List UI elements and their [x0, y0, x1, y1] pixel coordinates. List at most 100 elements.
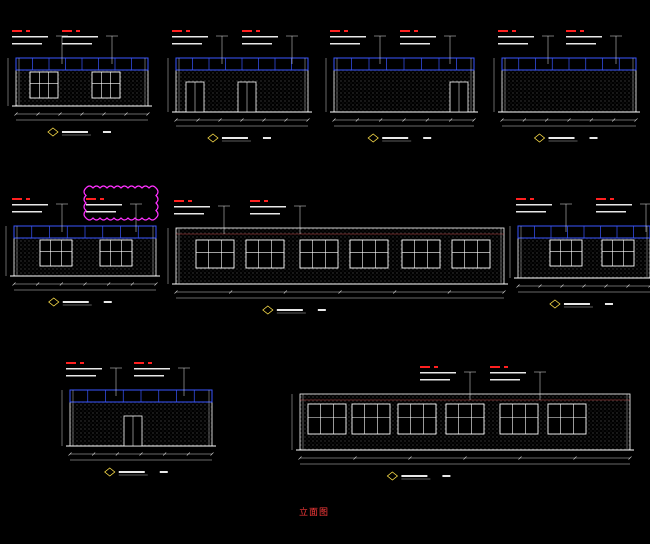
annotation-text	[12, 211, 42, 213]
dimension-tick	[448, 118, 453, 122]
elevation-title	[118, 471, 145, 473]
annotation-marker	[516, 198, 526, 200]
elevation-title	[276, 309, 303, 311]
annotation-marker	[188, 200, 192, 202]
annotation-text	[516, 204, 552, 206]
dimension-tick	[604, 284, 608, 288]
window	[245, 239, 285, 269]
window	[401, 239, 441, 269]
elevation-title	[61, 131, 88, 133]
annotation-marker	[172, 30, 182, 32]
window	[351, 403, 391, 435]
dimension-tick	[538, 284, 542, 288]
elevation-symbol	[47, 127, 59, 137]
annotation-marker	[86, 198, 96, 200]
dimension-tick	[298, 456, 302, 460]
dimension-tick	[35, 282, 40, 286]
annotation-text	[66, 368, 102, 370]
elevation-scale	[103, 301, 112, 303]
elevation-e1	[7, 30, 152, 137]
dimension-tick	[146, 112, 150, 116]
elevation-scale	[589, 137, 598, 139]
elevation-e4	[493, 30, 640, 143]
window	[99, 239, 133, 267]
dimension-tick	[218, 118, 222, 122]
annotation-text	[12, 36, 48, 38]
annotation-marker	[566, 30, 576, 32]
dimension-tick	[186, 452, 191, 456]
annotation-marker	[100, 198, 104, 200]
annotation-text	[250, 206, 286, 208]
dimension-tick	[425, 118, 430, 122]
window	[299, 239, 339, 269]
dimension-tick	[174, 290, 178, 294]
elevation-scale	[442, 475, 451, 477]
annotation-marker	[420, 366, 430, 368]
window	[307, 403, 347, 435]
elevation-symbol	[386, 471, 399, 481]
elevation-e5	[5, 185, 160, 307]
annotation-text	[498, 36, 534, 38]
elevation-title	[62, 301, 89, 303]
annotation-text	[242, 43, 272, 45]
annotation-text	[66, 375, 96, 377]
annotation-text	[596, 211, 626, 213]
annotation-marker	[490, 366, 500, 368]
annotation-marker	[76, 30, 80, 32]
elevation-symbol	[549, 299, 561, 309]
annotation-text	[250, 213, 280, 215]
elevation-title	[563, 303, 590, 305]
dimension-tick	[567, 118, 571, 122]
dimension-tick	[353, 456, 357, 460]
elevation-e6	[167, 200, 508, 315]
dimension-tick	[500, 118, 504, 122]
revision-cloud	[83, 185, 159, 221]
annotation-text	[566, 36, 602, 38]
dimension-tick	[589, 118, 594, 122]
dimension-tick	[522, 118, 527, 122]
dimension-tick	[154, 282, 158, 286]
dimension-tick	[139, 452, 143, 456]
annotation-marker	[512, 30, 516, 32]
dimension-tick	[36, 112, 40, 116]
window	[91, 71, 121, 99]
dimension-tick	[12, 282, 16, 286]
annotation-marker	[12, 30, 22, 32]
annotation-text	[566, 43, 596, 45]
annotation-marker	[330, 30, 340, 32]
elevation-title	[221, 137, 248, 139]
elevation-symbol	[104, 467, 116, 477]
dimension-tick	[306, 118, 310, 122]
dimension-tick	[516, 284, 520, 288]
annotation-marker	[242, 30, 252, 32]
annotation-marker	[250, 200, 260, 202]
elevation-scale	[317, 309, 326, 311]
annotation-text	[400, 43, 430, 45]
annotation-text	[62, 36, 98, 38]
dimension-tick	[80, 112, 84, 116]
elevation-title	[548, 137, 575, 139]
dimension-tick	[106, 282, 111, 286]
dimension-tick	[378, 118, 383, 122]
annotation-marker	[530, 198, 534, 200]
annotation-marker	[498, 30, 508, 32]
annotation-text	[174, 213, 204, 215]
dimension-tick	[262, 118, 266, 122]
annotation-marker	[504, 366, 508, 368]
dimension-tick	[196, 118, 200, 122]
annotation-text	[12, 204, 48, 206]
dimension-tick	[162, 452, 167, 456]
annotation-text	[12, 43, 42, 45]
annotation-text	[330, 43, 360, 45]
elevation-scale	[604, 303, 613, 305]
dimension-tick	[463, 456, 467, 460]
dimension-tick	[338, 290, 342, 294]
dimension-tick	[447, 290, 452, 294]
sheet-caption: 立面图	[299, 508, 330, 518]
annotation-marker	[596, 198, 606, 200]
elevation-e2	[167, 30, 312, 143]
annotation-marker	[134, 362, 144, 364]
window	[195, 239, 235, 269]
annotation-marker	[66, 362, 76, 364]
